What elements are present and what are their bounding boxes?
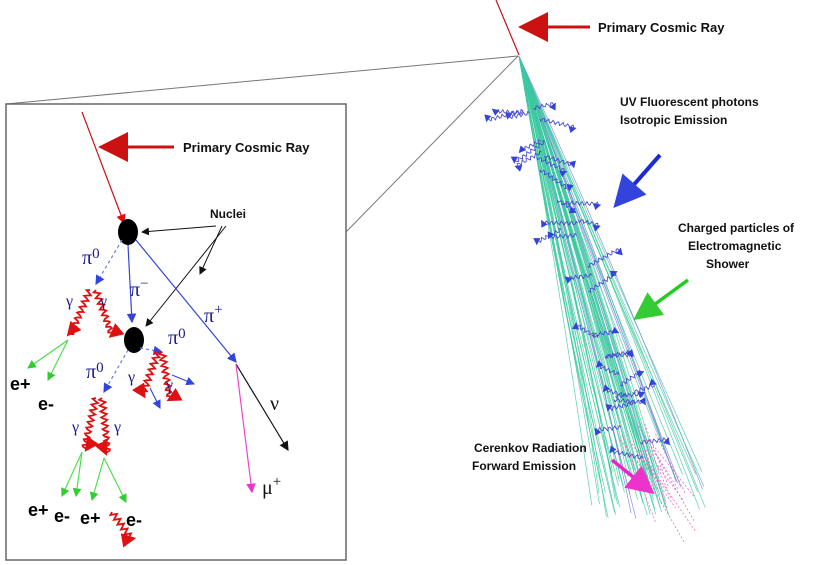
electron-label-3: e-: [126, 510, 142, 530]
electron-tracks: [27, 339, 127, 503]
neutrino-symbol: ν: [270, 393, 279, 415]
charged-label-line1: Charged particles of: [678, 221, 795, 235]
uv-photons: [484, 102, 670, 460]
pi0-symbol-2: π0: [168, 326, 186, 349]
gamma-symbol-2: γ: [99, 293, 107, 310]
positron-label-2: e+: [28, 500, 49, 520]
nucleus-1: [118, 219, 138, 245]
positron-label-1: e+: [10, 374, 31, 394]
gamma-symbol-4: γ: [165, 377, 173, 394]
zoom-line-bottom: [345, 55, 519, 233]
inset-primary-ray: [81, 111, 126, 225]
zoom-line-top: [5, 55, 519, 105]
cerenkov-label-line1: Cerenkov Radiation: [474, 441, 587, 455]
gamma-symbol-6: γ: [113, 419, 121, 436]
uv-pointer-arrow: [613, 153, 662, 209]
uv-label-line2: Isotropic Emission: [620, 113, 727, 127]
gamma-symbol-1: γ: [65, 293, 73, 310]
nuclei-pointer-arrows: [141, 225, 227, 327]
charged-pointer-arrow: [633, 278, 690, 321]
nucleus-2: [124, 327, 144, 353]
inset-primary-ray-label: Primary Cosmic Ray: [183, 140, 310, 155]
primary-ray-line: [495, 0, 520, 56]
pi0-symbol-1: π0: [82, 246, 100, 269]
pi0-symbol-3: π0: [86, 360, 104, 383]
charged-label-line2: Electromagnetic: [688, 239, 782, 253]
gamma-symbol-3: γ: [127, 369, 135, 386]
inset-frame: [5, 103, 347, 561]
gamma-arrows: [149, 374, 196, 409]
pi-plus-symbol: π+: [204, 302, 223, 327]
uv-label-line1: UV Fluorescent photons: [620, 95, 759, 109]
gamma-symbol-5: γ: [71, 419, 79, 436]
pion-tracks: [95, 239, 289, 494]
muon-symbol: μ+: [262, 474, 281, 499]
nuclei-label: Nuclei: [210, 207, 246, 221]
charged-label-line3: Shower: [706, 257, 750, 271]
primary-ray-label: Primary Cosmic Ray: [598, 20, 725, 35]
air-shower-cone: [518, 55, 706, 545]
electron-label-1: e-: [38, 394, 54, 414]
gamma-rays: [66, 289, 183, 548]
electron-label-2: e-: [54, 506, 70, 526]
cerenkov-pointer-arrow: [610, 458, 655, 495]
cerenkov-label-line2: Forward Emission: [472, 459, 576, 473]
pi-minus-symbol: π−: [130, 276, 149, 301]
positron-label-3: e+: [80, 508, 101, 528]
